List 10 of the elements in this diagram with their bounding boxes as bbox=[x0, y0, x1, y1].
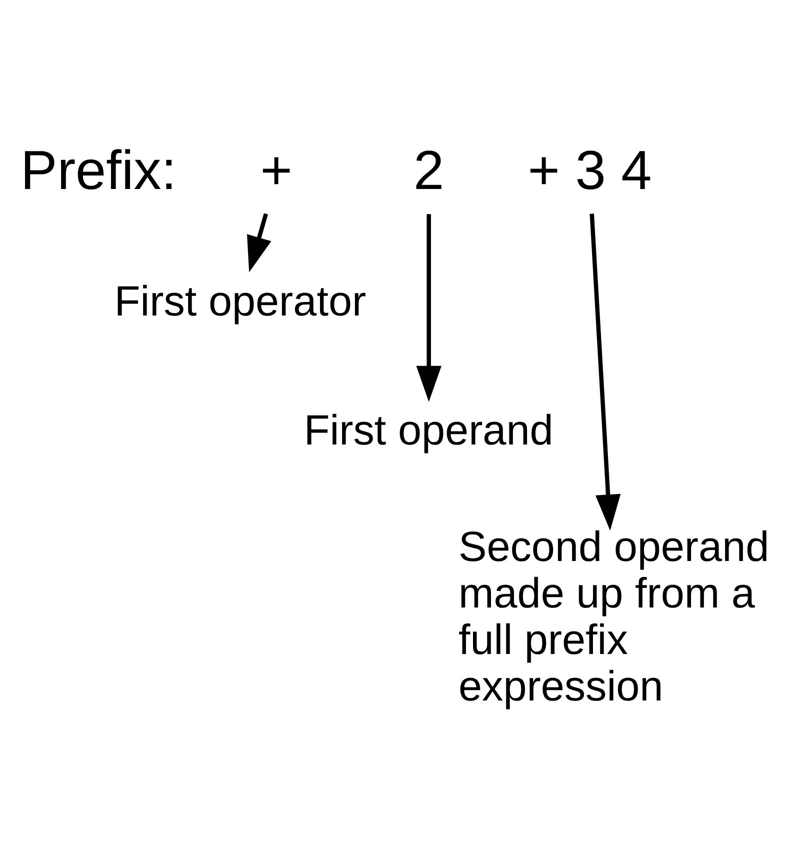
node-text: + bbox=[260, 138, 292, 200]
node-text: First operand bbox=[304, 406, 554, 453]
node-text: First operator bbox=[114, 276, 366, 324]
node-text: + 3 4 bbox=[528, 138, 652, 200]
node-text: Second operand made up from a full prefix expression bbox=[458, 522, 770, 710]
label: Prefix: bbox=[20, 138, 177, 200]
arrow bbox=[246, 212, 272, 272]
node-text: 2 bbox=[414, 138, 444, 200]
arrow bbox=[590, 213, 621, 530]
arrow bbox=[416, 214, 442, 402]
